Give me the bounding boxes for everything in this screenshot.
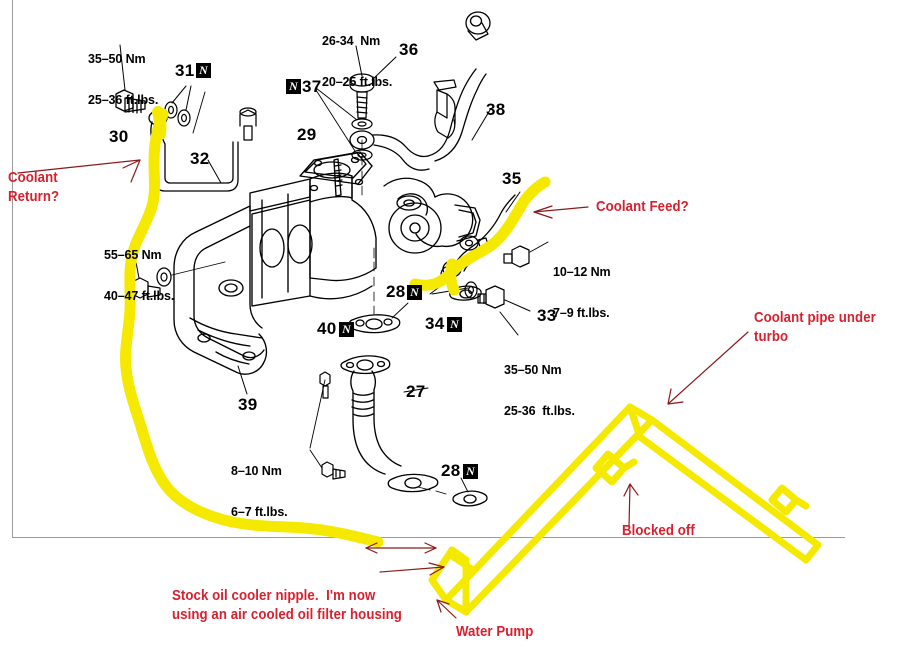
new-part-badge-31: N (196, 63, 211, 78)
arrow-coolant-feed (533, 206, 589, 213)
arrow-blocked-off (628, 483, 631, 528)
annotation-coolant-feed: Coolant Feed? (596, 198, 689, 215)
torque-spec-30-ftlbs: 25–36 ft.lbs. (88, 92, 159, 107)
new-part-badge-37: N (286, 79, 301, 94)
torque-spec-feed: 10–12 Nm 7–9 ft.lbs. (553, 239, 611, 347)
annotation-oil-cooler-nipple: Stock oil cooler nipple. I'm now using a… (172, 587, 402, 624)
frame-left-border (12, 0, 13, 538)
new-part-badge-40: N (339, 322, 354, 337)
part-label-40: 40 (317, 319, 337, 338)
torque-spec-drain: 8–10 Nm 6–7 ft.lbs. (231, 438, 288, 546)
torque-spec-manifold-nm: 55–65 Nm (104, 248, 162, 262)
marker-coolant-feed-trace (409, 176, 551, 291)
torque-spec-33-nm: 35–50 Nm (504, 363, 562, 377)
part-label-32: 32 (190, 149, 210, 168)
frame-bottom-border (12, 537, 845, 538)
torque-spec-feed-nm: 10–12 Nm (553, 265, 611, 279)
torque-spec-drain-ftlbs: 6–7 ft.lbs. (231, 504, 288, 519)
torque-spec-36-ftlbs: 20–25 ft.lbs. (322, 74, 393, 89)
part-label-31: 31 (175, 61, 195, 80)
arrow-coolant-pipe (667, 331, 749, 405)
annotation-coolant-pipe-under-turbo: Coolant pipe under turbo (754, 309, 876, 346)
torque-spec-36: 26-34 Nm 20–25 ft.lbs. (322, 8, 392, 116)
torque-spec-manifold: 55–65 Nm 40–47 ft.lbs. (104, 222, 174, 330)
part-label-29: 29 (297, 125, 317, 144)
marker-coolant-return-trace (120, 108, 384, 548)
marker-return-stub (152, 106, 167, 140)
torque-spec-36-nm: 26-34 Nm (322, 34, 381, 48)
torque-spec-manifold-ftlbs: 40–47 ft.lbs. (104, 288, 175, 303)
part-label-37: 37 (302, 77, 322, 96)
part-label-35: 35 (502, 169, 522, 188)
torque-spec-30-nm: 35–50 Nm (88, 52, 146, 66)
part-label-34: 34 (425, 314, 445, 333)
part-label-27: 27 (406, 382, 426, 401)
arrow-oil-cooler-nipple (379, 566, 445, 573)
part-label-30: 30 (109, 127, 129, 146)
part-label-38: 38 (486, 100, 506, 119)
torque-spec-33-ftlbs: 25-36 ft.lbs. (504, 403, 575, 418)
arrow-water-pump (436, 599, 457, 619)
new-part-badge-28-upper: N (407, 285, 422, 300)
annotation-blocked-off: Blocked off (622, 522, 695, 539)
torque-spec-drain-nm: 8–10 Nm (231, 464, 282, 478)
part-label-36: 36 (399, 40, 419, 59)
new-part-badge-34: N (447, 317, 462, 332)
torque-spec-feed-ftlbs: 7–9 ft.lbs. (553, 305, 610, 320)
annotation-coolant-return: Coolant Return? (8, 169, 60, 206)
torque-spec-30: 35–50 Nm 25–36 ft.lbs. (88, 26, 158, 134)
arrow-coolant-return (17, 159, 141, 174)
marker-feed-tail (445, 258, 460, 296)
new-part-badge-28-lower: N (463, 464, 478, 479)
annotation-water-pump: Water Pump (456, 623, 534, 640)
part-label-28-lower: 28 (441, 461, 461, 480)
part-label-28-upper: 28 (386, 282, 406, 301)
marker-coolant-pipe-schematic (428, 403, 822, 616)
part-label-33: 33 (537, 306, 557, 325)
torque-spec-33: 35–50 Nm 25-36 ft.lbs. (504, 337, 575, 445)
part-label-39: 39 (238, 395, 258, 414)
